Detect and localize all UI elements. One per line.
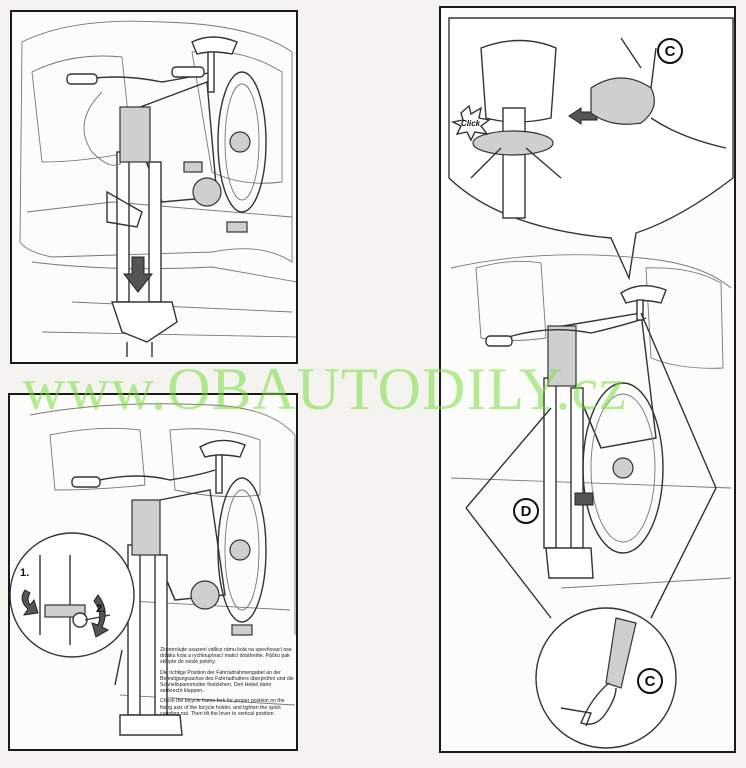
caption-english: Check the bicycle frame fork for proper … bbox=[160, 698, 285, 717]
illustration-panel-1 bbox=[10, 10, 298, 364]
arrow-down-icon bbox=[122, 256, 154, 293]
click-label: Click bbox=[461, 119, 481, 128]
label-c-top: C bbox=[657, 38, 683, 64]
instruction-caption: Zkontrolujte usazení vidlice rámu kola n… bbox=[160, 647, 295, 721]
bike-fastening-illustration bbox=[10, 403, 296, 736]
step-2-number: 2. bbox=[96, 603, 106, 615]
illustration-panel-3: Click C D C bbox=[439, 6, 736, 753]
illustration-panel-2: 1. 2. bbox=[8, 393, 298, 751]
step-1-number: 1. bbox=[20, 567, 30, 579]
push-arrow-icon bbox=[568, 107, 598, 125]
label-c-bottom: C bbox=[637, 668, 663, 694]
label-d: D bbox=[513, 498, 539, 524]
bike-lowering-illustration bbox=[19, 20, 296, 357]
caption-german: Die richtige Position der Fahrradrahmeng… bbox=[160, 669, 294, 695]
rotate-arrow-icon bbox=[21, 589, 110, 638]
strap-attachment-illustration bbox=[448, 17, 734, 749]
caption-czech: Zkontrolujte usazení vidlice rámu kola n… bbox=[160, 647, 292, 666]
